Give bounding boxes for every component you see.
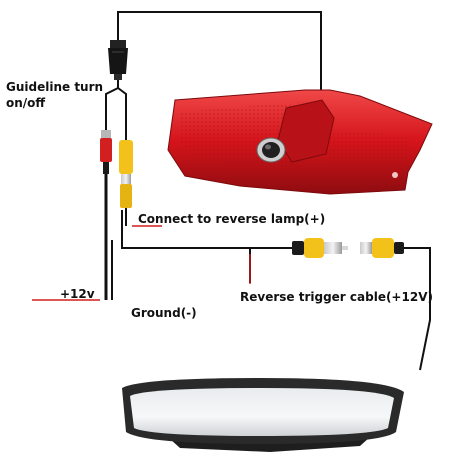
monitor-wire <box>419 247 431 371</box>
reverse-lamp-label: Connect to reverse lamp(+) <box>138 212 326 226</box>
rca-lead-icon <box>119 140 133 226</box>
rca-connector-female-icon[interactable] <box>360 238 420 258</box>
leader-lines <box>32 225 251 301</box>
guideline-label-line2: on/off <box>6 96 46 110</box>
camera-power-wire <box>117 11 322 102</box>
reverse-trigger-label: Reverse trigger cable(+12V) <box>240 290 433 304</box>
power-lead <box>100 130 113 300</box>
camera-icon[interactable] <box>167 89 433 195</box>
power-12v-label: +12v <box>60 287 95 301</box>
rca-connector-male-icon[interactable] <box>292 238 348 258</box>
branch-wires <box>105 80 127 140</box>
ground-label: Ground(-) <box>131 306 197 320</box>
guideline-connector-icon[interactable] <box>108 40 128 80</box>
mirror-monitor-icon[interactable] <box>122 378 404 452</box>
guideline-label: Guideline turn <box>6 80 104 94</box>
